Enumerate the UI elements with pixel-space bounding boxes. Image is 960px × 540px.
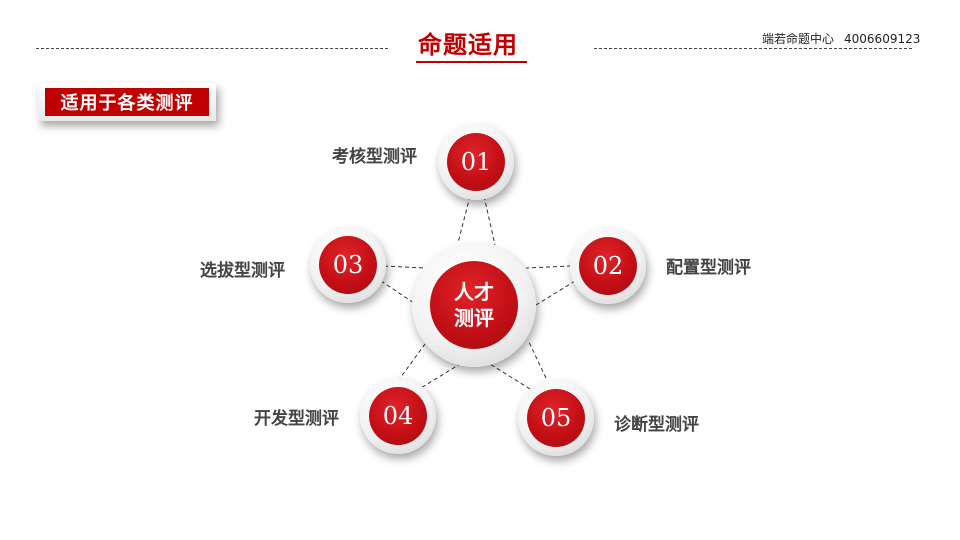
connector-03-b (380, 280, 415, 304)
header-divider-right (594, 48, 912, 49)
connector-03-a (383, 265, 427, 269)
node-02-number: 02 (579, 237, 637, 295)
node-02-label: 配置型测评 (666, 258, 751, 278)
connector-04-b (415, 363, 461, 392)
section-tag: 适用于各类测评 (38, 83, 216, 121)
connector-05-b (489, 363, 531, 390)
connector-01-a (457, 195, 471, 244)
center-label-line1: 人才 (454, 280, 494, 304)
node-01: 01 (438, 124, 514, 200)
connector-05-a (527, 339, 547, 379)
connector-01-b (483, 195, 496, 246)
center-node: 人才 测评 (412, 243, 536, 367)
node-03-label: 选拔型测评 (200, 261, 285, 281)
center-node-core: 人才 测评 (430, 261, 518, 349)
node-04-number: 04 (369, 387, 427, 445)
node-05: 05 (518, 380, 594, 456)
company-name: 端若命题中心 (762, 32, 835, 46)
connector-04-a (397, 343, 426, 382)
node-03-number: 03 (319, 236, 377, 294)
node-04-label: 开发型测评 (254, 409, 339, 429)
connector-02-b (535, 280, 576, 306)
node-03: 03 (310, 227, 386, 303)
node-04: 04 (360, 378, 436, 454)
node-01-label: 考核型测评 (332, 147, 417, 167)
node-05-number: 05 (527, 389, 585, 447)
page-title: 命题适用 (418, 30, 518, 59)
section-tag-label: 适用于各类测评 (45, 88, 209, 116)
center-label-line2: 测评 (454, 306, 494, 330)
company-info: 端若命题中心 4006609123 (762, 30, 920, 47)
title-underline (416, 61, 527, 63)
connector-02-a (525, 265, 572, 269)
header-divider-left (36, 48, 388, 49)
node-05-label: 诊断型测评 (614, 415, 699, 435)
node-02: 02 (570, 228, 646, 304)
company-phone: 4006609123 (844, 32, 921, 46)
node-01-number: 01 (447, 133, 505, 191)
